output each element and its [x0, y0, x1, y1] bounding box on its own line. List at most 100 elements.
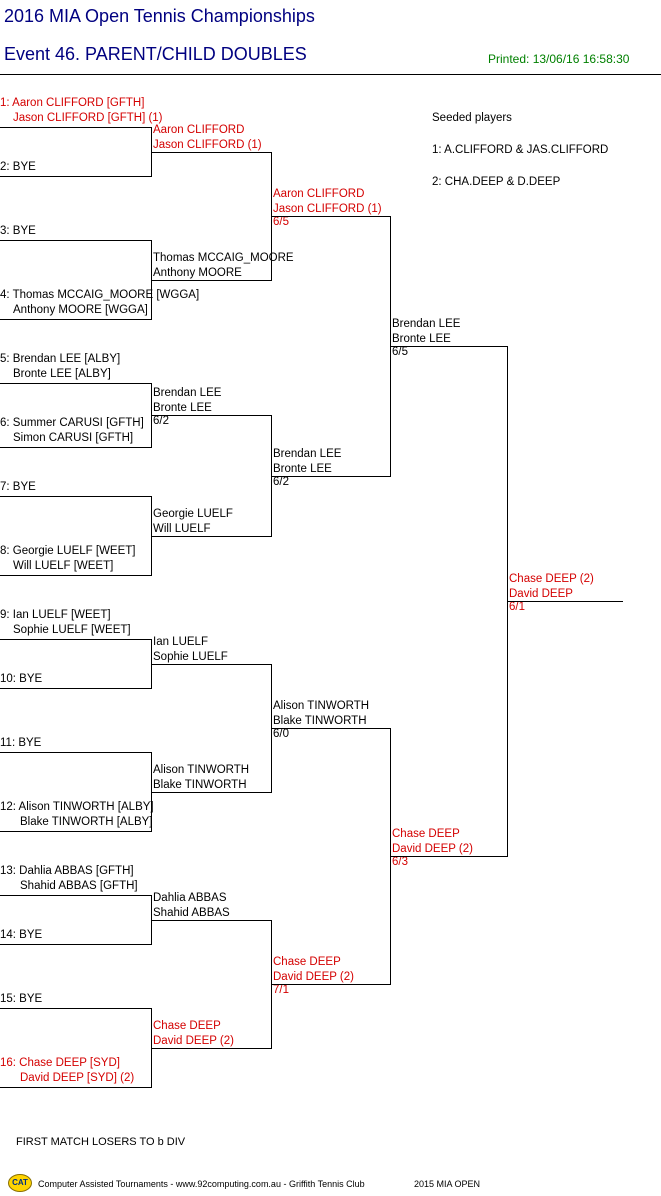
round1-entry-4: 4: Thomas MCCAIG_MOORE [WGGA] — [0, 289, 200, 301]
footer-tournament: 2015 MIA OPEN — [414, 1179, 481, 1189]
round2-line-8 — [151, 1048, 271, 1049]
round1-entry-1-partner: Jason CLIFFORD [GFTH] (1) — [13, 112, 163, 124]
round1-line-13 — [0, 895, 151, 896]
round1-line-14 — [0, 944, 151, 945]
round4-winner-1: Brendan LEE — [392, 318, 461, 330]
round1-line-8 — [0, 575, 151, 576]
round1-entry-11: 11: BYE — [0, 737, 42, 749]
round1-line-12 — [0, 831, 151, 832]
round1-entry-9: 9: Ian LUELF [WEET] — [0, 609, 111, 621]
round1-entry-16-partner: David DEEP [SYD] (2) — [20, 1072, 135, 1084]
round1-entry-8: 8: Georgie LUELF [WEET] — [0, 545, 136, 557]
round1-entry-15: 15: BYE — [0, 993, 43, 1005]
round2-winner-6-partner: Blake TINWORTH — [153, 779, 247, 791]
round2-winner-2-partner: Anthony MOORE — [153, 267, 242, 279]
round1-line-11 — [0, 752, 151, 753]
printed-timestamp: Printed: 13/06/16 16:58:30 — [488, 52, 630, 66]
round1-line-2 — [0, 176, 151, 177]
round4-winner-2-partner: David DEEP (2) — [392, 843, 473, 855]
round1-entry-14: 14: BYE — [0, 929, 43, 941]
round2-winner-8: Chase DEEP — [153, 1020, 221, 1032]
round3-winner-2-partner: Bronte LEE — [273, 463, 332, 475]
cat-logo: CAT — [8, 1174, 32, 1192]
round1-entry-12-partner: Blake TINWORTH [ALBY] — [20, 816, 153, 828]
final-line — [507, 601, 623, 602]
round4-score-1: 6/5 — [392, 346, 408, 358]
round1-entry-3: 3: BYE — [0, 225, 36, 237]
round2-winner-2: Thomas MCCAIG_MOORE — [153, 252, 294, 264]
round1-entry-1: 1: Aaron CLIFFORD [GFTH] — [0, 97, 145, 109]
round3-score-3: 6/0 — [273, 728, 289, 740]
round2-winner-4: Georgie LUELF — [153, 508, 233, 520]
round1-line-1 — [0, 127, 151, 128]
round3-winner-3-partner: Blake TINWORTH — [273, 715, 367, 727]
round1-entry-16: 16: Chase DEEP [SYD] — [0, 1057, 120, 1069]
round2-winner-1-partner: Jason CLIFFORD (1) — [153, 139, 262, 151]
tournament-title: 2016 MIA Open Tennis Championships — [4, 6, 315, 26]
round1-line-5 — [0, 383, 151, 384]
round2-winner-1: Aaron CLIFFORD — [153, 124, 245, 136]
round1-line-9 — [0, 639, 151, 640]
round4-line-1 — [390, 346, 507, 347]
round1-line-4 — [0, 319, 151, 320]
round1-entry-13: 13: Dahlia ABBAS [GFTH] — [0, 865, 134, 877]
draw-note: FIRST MATCH LOSERS TO b DIV — [16, 1136, 186, 1148]
round2-winner-8-partner: David DEEP (2) — [153, 1035, 234, 1047]
event-title: Event 46. PARENT/CHILD DOUBLES — [4, 44, 307, 64]
final-score: 6/1 — [509, 601, 525, 613]
round2-line-3 — [151, 415, 271, 416]
round3-line-1 — [271, 216, 390, 217]
round2-winner-4-partner: Will LUELF — [153, 523, 211, 535]
round2-line-4 — [151, 536, 271, 537]
round2-winner-3-partner: Bronte LEE — [153, 402, 212, 414]
round1-entry-10: 10: BYE — [0, 673, 43, 685]
footer-credit: Computer Assisted Tournaments - www.92co… — [38, 1179, 365, 1189]
round4-winner-2: Chase DEEP — [392, 828, 460, 840]
round4-line-2 — [390, 856, 507, 857]
round1-line-10 — [0, 688, 151, 689]
round3-winner-4-partner: David DEEP (2) — [273, 971, 354, 983]
round2-line-1 — [151, 152, 271, 153]
champion: Chase DEEP (2) — [509, 573, 594, 585]
round3-winner-3: Alison TINWORTH — [273, 700, 370, 712]
seed-1: 1: A.CLIFFORD & JAS.CLIFFORD — [432, 144, 609, 156]
round3-score-1: 6/5 — [273, 216, 289, 228]
round1-entry-12: 12: Alison TINWORTH [ALBY] — [0, 801, 154, 813]
round1-line-7 — [0, 496, 151, 497]
round2-winner-7-partner: Shahid ABBAS — [153, 907, 230, 919]
round2-winner-6: Alison TINWORTH — [153, 764, 250, 776]
round3-score-2: 6/2 — [273, 476, 289, 488]
round2-line-2 — [151, 280, 271, 281]
round1-line-3 — [0, 240, 151, 241]
champion-partner: David DEEP — [509, 588, 573, 600]
round2-line-5 — [151, 664, 271, 665]
round1-line-16 — [0, 1087, 151, 1088]
round1-entry-5-partner: Bronte LEE [ALBY] — [13, 368, 111, 380]
round2-winner-7: Dahlia ABBAS — [153, 892, 227, 904]
round3-line-3 — [271, 728, 390, 729]
round3-score-4: 7/1 — [273, 984, 289, 996]
round1-line-15 — [0, 1008, 151, 1009]
round2-line-6 — [151, 792, 271, 793]
round3-winner-1-partner: Jason CLIFFORD (1) — [273, 203, 382, 215]
seed-2: 2: CHA.DEEP & D.DEEP — [432, 176, 561, 188]
round3-winner-4: Chase DEEP — [273, 956, 341, 968]
round1-entry-13-partner: Shahid ABBAS [GFTH] — [20, 880, 138, 892]
round2-line-7 — [151, 920, 271, 921]
round3-winner-2: Brendan LEE — [273, 448, 342, 460]
round1-entry-4-partner: Anthony MOORE [WGGA] — [13, 304, 148, 316]
round1-entry-5: 5: Brendan LEE [ALBY] — [0, 353, 121, 365]
round1-entry-2: 2: BYE — [0, 161, 36, 173]
round4-winner-1-partner: Bronte LEE — [392, 333, 451, 345]
round1-entry-6: 6: Summer CARUSI [GFTH] — [0, 417, 144, 429]
round3-winner-1: Aaron CLIFFORD — [273, 188, 365, 200]
round1-entry-8-partner: Will LUELF [WEET] — [13, 560, 114, 572]
seeds-heading: Seeded players — [432, 112, 512, 124]
round3-line-4 — [271, 984, 390, 985]
round1-entry-6-partner: Simon CARUSI [GFTH] — [13, 432, 134, 444]
round4-score-2: 6/3 — [392, 856, 408, 868]
round1-entry-7: 7: BYE — [0, 481, 36, 493]
round1-line-6 — [0, 447, 151, 448]
round2-winner-3: Brendan LEE — [153, 387, 222, 399]
round3-line-2 — [271, 476, 390, 477]
